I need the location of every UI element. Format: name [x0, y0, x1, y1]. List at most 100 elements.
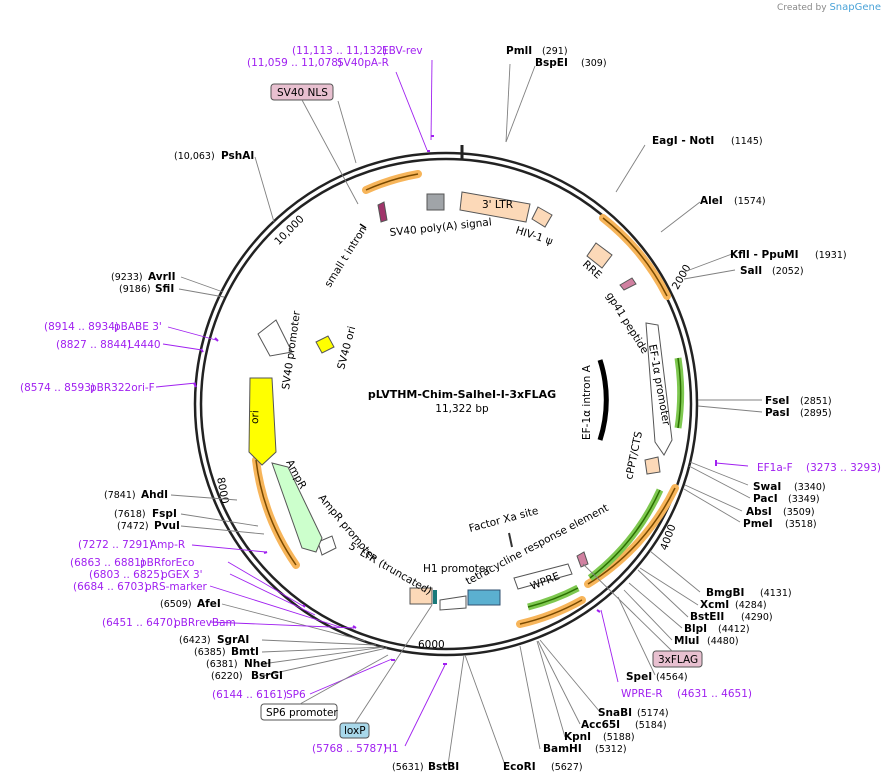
primer-sv40pa-r: SV40pA-R: [337, 57, 389, 69]
ampr-arrow: [271, 462, 323, 553]
primer-sp6-range: (6144 .. 6161): [212, 689, 287, 701]
enzyme-sfii: SfiI: [155, 283, 174, 295]
orange-arrow-right-line: [602, 217, 668, 297]
enzyme-spei: SpeI: [626, 671, 652, 683]
loxp-tag: [339, 722, 370, 739]
wpre-box: [513, 563, 573, 590]
primer-ebv-rev-range: (11,113 .. 11,132): [292, 45, 387, 57]
enzyme-ahdi: AhdI: [141, 489, 168, 501]
primer-pgex3-range: (6803 .. 6825): [89, 569, 164, 581]
primer-wpre-r: WPRE-R: [621, 688, 663, 700]
hiv-psi-box: [531, 206, 553, 228]
3xflag-box: [576, 551, 589, 568]
loxp-marker: [433, 590, 437, 604]
factor-xa-label: Factor Xa site: [468, 505, 540, 535]
tick-8000: 8000: [214, 476, 230, 504]
enzyme-bamhi-pos: (5312): [595, 744, 627, 755]
enzyme-bsrgi-pos: (6220): [211, 671, 243, 682]
enzyme-snabi: SnaBI: [598, 707, 632, 719]
gp41-label: gp41 peptide: [603, 290, 650, 356]
3xflag-leader: [582, 563, 673, 652]
snapgene-logo: SnapGene: [829, 2, 881, 13]
tick-6000: 6000: [418, 639, 445, 651]
hiv-psi-label: HIV-1 ψ: [514, 224, 554, 247]
tick-2000: 2000: [670, 263, 694, 292]
primer-h1: H1: [384, 743, 399, 755]
enzyme-nhei-pos: (6381): [206, 659, 238, 670]
enzyme-pasi-pos: (2895): [800, 408, 832, 419]
enzyme-pmei-pos: (3518): [785, 519, 817, 530]
sv40-ori-label: SV40 ori: [335, 325, 358, 371]
primer-ef1a-f: EF1a-F: [757, 462, 793, 474]
orange-arrow-top: [362, 170, 422, 194]
green-arrow-wpre-line: [527, 587, 579, 608]
enzyme-pvui: PvuI: [154, 520, 180, 532]
enzyme-nhei: NheI: [244, 658, 271, 670]
enzyme-sali: SalI: [740, 265, 762, 277]
primer-pbrrevbam: pBRrevBam: [174, 617, 236, 629]
enzyme-leaders: [170, 63, 763, 766]
enzyme-fsei: FseI: [765, 395, 789, 407]
enzyme-alei: AleI: [700, 195, 723, 207]
sv40-ori-box: [315, 335, 335, 354]
ef1a-promoter-label: EF-1α promoter: [646, 343, 672, 427]
ori-arrow: [248, 377, 277, 466]
enzyme-spei-pos: (4564): [656, 672, 688, 683]
primer-amp-r: Amp-R: [150, 539, 185, 551]
enzyme-pmei: PmeI: [743, 518, 773, 530]
cppt-box: [644, 456, 661, 475]
primer-ef1a-f-range: (3273 .. 3293): [806, 462, 881, 474]
sv40-nls-tag-text: SV40 NLS: [277, 87, 328, 99]
primer-pbr322ori-f-range: (8574 .. 8593): [20, 382, 95, 394]
gp41-box: [619, 277, 637, 291]
ltr3-label: 3' LTR: [482, 199, 513, 211]
enzyme-bmti: BmtI: [231, 646, 259, 658]
ef1a-intron-arc: [597, 359, 609, 441]
enzyme-fspi-pos: (7618): [114, 509, 146, 520]
ltr5-label: 5' LTR (truncated): [347, 540, 434, 597]
backbone-inner: [199, 157, 693, 651]
sp6-promoter-tag-text: SP6 promoter: [266, 707, 338, 719]
rre-box: [586, 242, 613, 269]
boxed-labels: SV40 NLS 3xFLAG SP6 promoter loxP: [260, 83, 703, 739]
enzyme-sali-pos: (2052): [772, 266, 804, 277]
enzyme-bstbi-pos: (5631): [392, 762, 424, 773]
enzyme-absi: AbsI: [746, 506, 772, 518]
ampr-promoter-arrow: [317, 535, 337, 556]
sp6-promoter-leader: [299, 654, 389, 705]
small-t-marker: [359, 223, 367, 229]
snapgene-credit: Created by SnapGene: [777, 2, 881, 13]
enzyme-bamhi: BamHI: [543, 743, 582, 755]
enzyme-afei: AfeI: [197, 598, 221, 610]
loxp-leader: [354, 604, 433, 724]
sv40pa-label: SV40 poly(A) signal: [389, 216, 492, 239]
primer-prs-marker: pRS-marker: [145, 581, 208, 593]
enzyme-kpni-pos: (5188): [603, 732, 635, 743]
enzyme-pasi: PasI: [765, 407, 790, 419]
enzyme-sgrai: SgrAI: [217, 634, 249, 646]
ltr5-box: [409, 587, 433, 605]
orange-arrow-top-line: [365, 173, 419, 191]
cppt-label: cPPT/CTS: [623, 430, 645, 481]
enzyme-bstbi: BstBI: [428, 761, 459, 773]
enzyme-sfii-pos: (9186): [119, 284, 151, 295]
primer-ebv-rev: EBV-rev: [382, 45, 423, 57]
factor-xa-marker: [508, 532, 513, 548]
sv40-nls-leader: [301, 99, 359, 205]
enzyme-fspi: FspI: [152, 508, 177, 520]
primer-h1-range: (5768 .. 5787): [312, 743, 387, 755]
enzyme-pvui-pos: (7472): [117, 521, 149, 532]
enzyme-bsteii-pos: (4290): [741, 612, 773, 623]
primer-ticks: [193, 135, 717, 665]
ltr3-box: [459, 191, 531, 223]
primer-sp6: SP6: [286, 689, 306, 701]
primer-pbabe3-range: (8914 .. 8934): [44, 321, 119, 333]
primer-pbr322ori-f: pBR322ori-F: [90, 382, 155, 394]
sv40-promoter-arrow: [257, 319, 293, 357]
3xflag-tag-text: 3xFLAG: [658, 654, 698, 666]
enzyme-paci-pos: (3349): [788, 494, 820, 505]
tick-4000: 4000: [658, 523, 678, 552]
enzyme-pshai-pos: (10,063): [174, 151, 215, 162]
backbone-outer: [193, 151, 699, 657]
enzyme-kpni: KpnI: [564, 731, 591, 743]
